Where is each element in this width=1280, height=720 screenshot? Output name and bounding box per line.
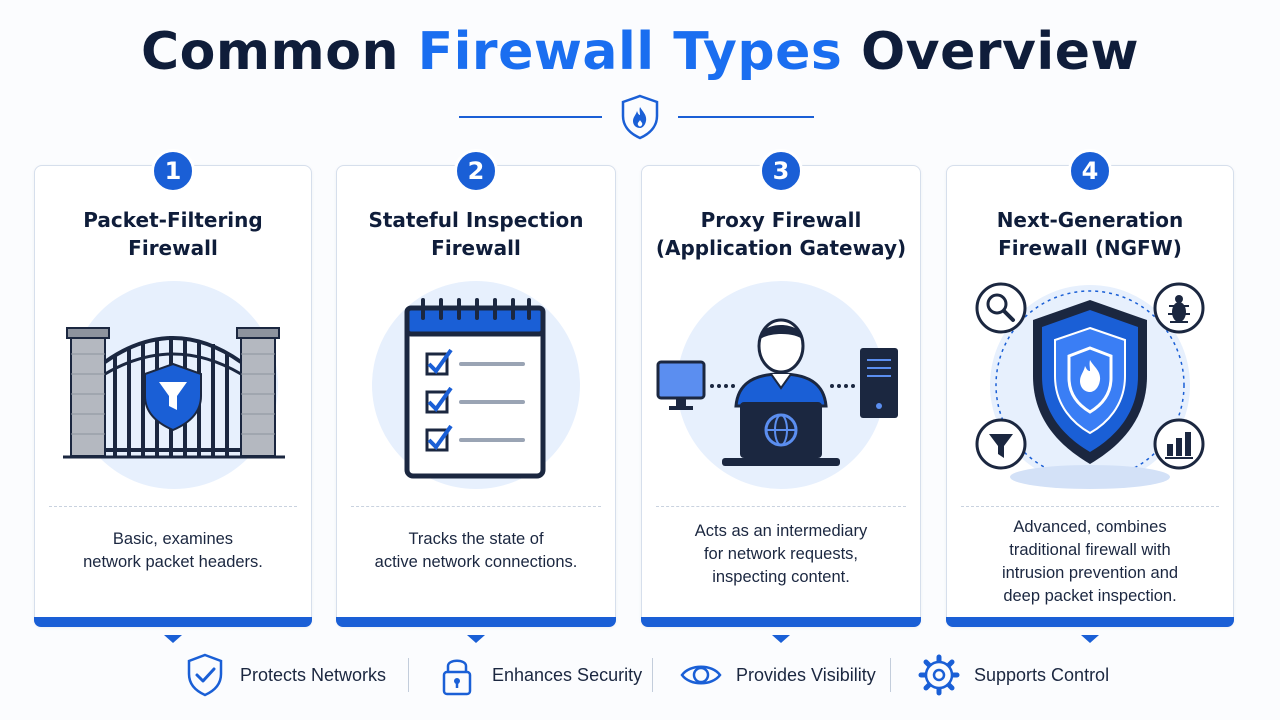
desc-line: deep packet inspection. <box>1003 587 1177 605</box>
card-number-badge: 1 <box>151 149 195 193</box>
card-title-line-2: Firewall (NGFW) <box>998 236 1182 260</box>
card-bottom-bar <box>336 617 616 627</box>
desc-line: Acts as an intermediary <box>694 522 868 540</box>
card-number-badge: 4 <box>1068 149 1112 193</box>
footer-separator <box>652 658 653 692</box>
card-bottom-bar <box>641 617 921 627</box>
card-title-line-2: Firewall <box>431 236 521 260</box>
card-title: Next-Generation Firewall (NGFW) <box>957 206 1223 262</box>
card-description: Advanced, combines traditional firewall … <box>957 516 1223 608</box>
ngfw-shield-icon <box>975 282 1205 489</box>
fire-shield-icon <box>621 94 659 140</box>
card-divider <box>656 506 906 507</box>
footer-item-provides-visibility: Provides Visibility <box>680 652 876 698</box>
desc-line: network packet headers. <box>83 553 263 571</box>
card-description: Acts as an intermediary for network requ… <box>652 520 910 589</box>
title-part-3: Overview <box>842 22 1140 82</box>
gate-with-funnel-shield-icon <box>63 281 285 489</box>
card-notch <box>467 635 485 643</box>
title-rule-right <box>678 116 814 118</box>
card-number-badge: 2 <box>454 149 498 193</box>
footer-label: Provides Visibility <box>736 664 876 685</box>
card-bottom-bar <box>946 617 1234 627</box>
card-title-line-1: Stateful Inspection <box>368 208 584 232</box>
proxy-user-laptop-icon <box>656 281 898 489</box>
footer-item-enhances-security: Enhances Security <box>436 652 642 698</box>
desc-line: traditional firewall with <box>1009 541 1171 559</box>
footer-separator <box>408 658 409 692</box>
card-description: Tracks the state of active network conne… <box>347 528 605 574</box>
card-title-line-1: Next-Generation <box>996 208 1184 232</box>
footer-separator <box>890 658 891 692</box>
card-notch <box>164 635 182 643</box>
footer-item-protects-networks: Protects Networks <box>184 652 386 698</box>
card-description: Basic, examines network packet headers. <box>45 528 301 574</box>
card-proxy-firewall: 3 Proxy Firewall (Application Gateway) A… <box>641 149 921 643</box>
card-title-line-1: Packet-Filtering <box>83 208 263 232</box>
card-number-badge: 3 <box>759 149 803 193</box>
shield-check-icon <box>187 653 223 697</box>
desc-line: active network connections. <box>374 553 578 571</box>
desc-line: for network requests, <box>703 545 859 563</box>
title-part-1: Common <box>140 22 418 82</box>
card-notch <box>1081 635 1099 643</box>
card-title: Stateful Inspection Firewall <box>347 206 605 262</box>
footer-label: Enhances Security <box>492 664 643 685</box>
card-divider <box>961 506 1219 507</box>
footer-label: Protects Networks <box>240 664 387 685</box>
checklist-notepad-icon <box>372 281 580 489</box>
card-title-line-2: Firewall <box>128 236 218 260</box>
eye-icon <box>680 665 722 685</box>
desc-line: inspecting content. <box>712 568 850 586</box>
card-bottom-bar <box>34 617 312 627</box>
card-packet-filtering: 1 Packet-Filtering Firewall Basic, exami… <box>34 149 312 643</box>
card-title: Packet-Filtering Firewall <box>45 206 301 262</box>
desc-line: Advanced, combines <box>1013 518 1167 536</box>
card-stateful-inspection: 2 Stateful Inspection Firewall Tracks th… <box>336 149 616 643</box>
footer-label: Supports Control <box>974 664 1110 685</box>
lock-icon <box>442 659 472 696</box>
desc-line: intrusion prevention and <box>1001 564 1179 582</box>
card-divider <box>49 506 297 507</box>
desc-line: Basic, examines <box>112 530 234 548</box>
card-title-line-1: Proxy Firewall <box>700 208 862 232</box>
card-notch <box>772 635 790 643</box>
card-next-generation: 4 Next-Generation Firewall (NGFW) <box>946 149 1234 643</box>
title-rule-left <box>459 116 602 118</box>
footer-item-supports-control: Supports Control <box>918 652 1109 698</box>
card-title-line-2: (Application Gateway) <box>655 236 907 260</box>
card-divider <box>351 506 601 507</box>
card-title: Proxy Firewall (Application Gateway) <box>652 206 910 262</box>
desc-line: Tracks the state of <box>408 530 544 548</box>
title-accent: Firewall Types <box>417 22 843 82</box>
gear-icon <box>918 654 960 696</box>
page-title: Common Firewall Types Overview <box>0 22 1280 82</box>
